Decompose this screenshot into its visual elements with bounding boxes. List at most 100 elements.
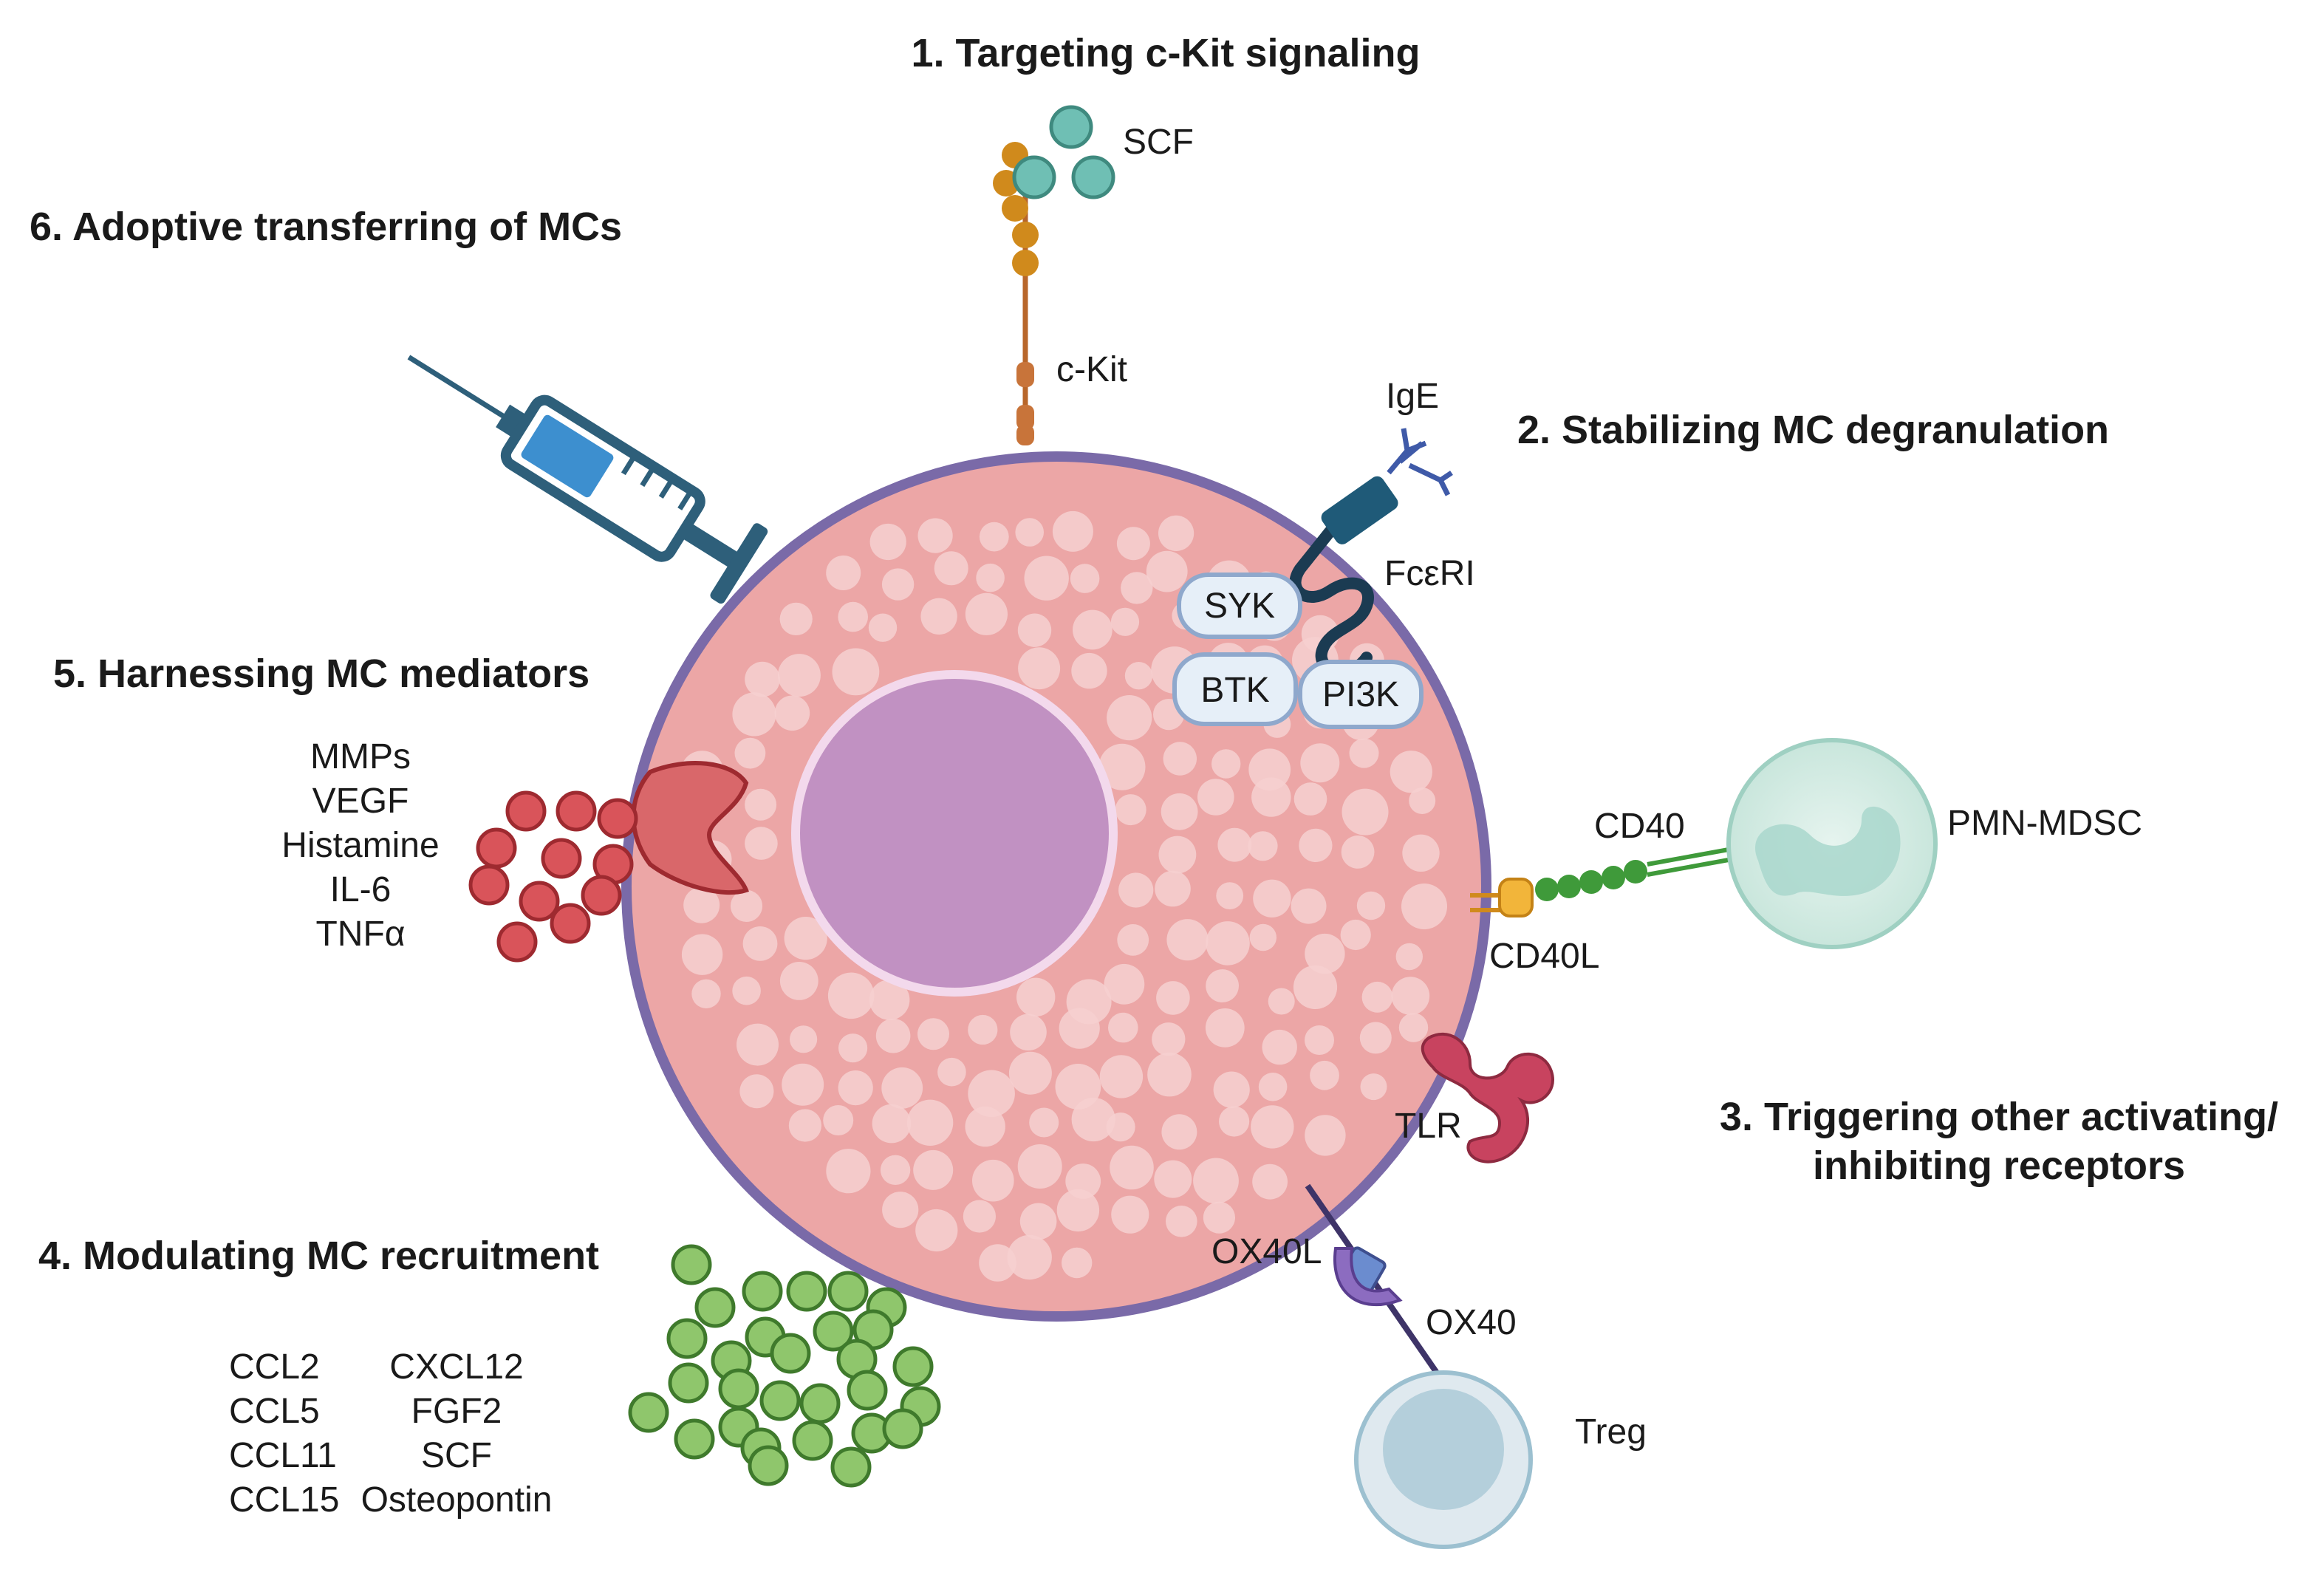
chemokine-ccl15: CCL15 <box>229 1480 339 1520</box>
granule <box>1360 1073 1387 1101</box>
granule <box>1062 1247 1093 1279</box>
granule <box>1117 924 1149 956</box>
granule <box>1019 1203 1057 1240</box>
ox40l-label: OX40L <box>1211 1232 1322 1271</box>
granule <box>739 1074 774 1109</box>
granule <box>1110 1145 1154 1190</box>
heading-stabilizing: 2. Stabilizing MC degranulation <box>1517 408 2109 452</box>
granule <box>745 788 777 821</box>
pmn-mdsc-cell <box>1726 738 1938 949</box>
granule <box>1154 1160 1192 1198</box>
heading-adoptive-transfer: 6. Adoptive transferring of MCs <box>30 205 622 249</box>
granule <box>1121 572 1153 604</box>
granule <box>915 1209 958 1252</box>
granule <box>1291 888 1327 924</box>
granule <box>1300 743 1340 783</box>
mediator-receptor <box>631 761 749 895</box>
granule <box>1342 788 1389 835</box>
mediator-histamine: Histamine <box>281 826 439 865</box>
chemokine-granule <box>674 1418 715 1460</box>
granule <box>1205 1008 1245 1048</box>
granule <box>937 1057 966 1087</box>
treg-cell <box>1354 1370 1533 1549</box>
granule <box>681 934 723 975</box>
granule <box>1155 870 1191 907</box>
chemokine-granule <box>628 1392 669 1433</box>
chemokine-scf: SCF <box>421 1436 492 1475</box>
chemokine-granule <box>830 1446 872 1488</box>
granule <box>1251 1105 1294 1149</box>
ckit-receptor <box>993 142 1039 445</box>
cd40l-label: CD40L <box>1489 937 1599 976</box>
granule <box>963 1200 996 1233</box>
fceri-label: FcεRI <box>1384 554 1475 593</box>
granule <box>1111 1195 1149 1234</box>
granule <box>1391 977 1430 1015</box>
granule <box>1059 1008 1100 1049</box>
granule <box>972 1159 1014 1202</box>
granule <box>736 1023 779 1066</box>
ox40-receptor <box>1333 1247 1403 1307</box>
granule <box>1390 751 1432 793</box>
granule <box>732 976 761 1005</box>
granule <box>1211 749 1241 779</box>
cd40-receptor <box>1535 847 1729 901</box>
granule <box>968 1070 1015 1118</box>
granule <box>779 602 813 636</box>
granule <box>1166 1206 1197 1237</box>
granule <box>1052 510 1093 552</box>
granule <box>1018 647 1061 690</box>
chemokine-granule <box>892 1346 934 1387</box>
granule <box>906 1099 954 1146</box>
mediator-mmps: MMPs <box>310 737 411 776</box>
pi3k-box: PI3K <box>1298 660 1424 729</box>
granule <box>1349 738 1379 768</box>
scf-ligand <box>1012 105 1115 199</box>
granule <box>1107 695 1152 741</box>
granule <box>1249 923 1277 951</box>
granule <box>1305 933 1345 974</box>
granule <box>1115 794 1146 826</box>
ox40-label: OX40 <box>1426 1303 1517 1342</box>
ige-antibody <box>1387 428 1453 496</box>
granule <box>1147 1052 1192 1097</box>
granule <box>683 886 720 923</box>
granule <box>838 1033 868 1063</box>
granule <box>1161 1114 1197 1150</box>
mediator-vegf: VEGF <box>312 782 409 821</box>
granule <box>788 1109 821 1142</box>
granule <box>1158 835 1197 874</box>
granule <box>1356 891 1386 920</box>
granule <box>913 1149 954 1190</box>
chemokine-ccl11: CCL11 <box>229 1436 337 1475</box>
granule <box>917 1018 949 1050</box>
ox40-tether <box>1305 1183 1451 1391</box>
granule <box>774 695 810 731</box>
granule <box>1216 882 1244 909</box>
granule <box>777 654 821 697</box>
granule <box>920 598 957 635</box>
granule <box>1398 1013 1429 1042</box>
chemokine-granule <box>666 1318 708 1359</box>
granule <box>880 1155 911 1186</box>
chemokine-granule <box>759 1380 801 1421</box>
mast-cell <box>621 451 1491 1322</box>
granule <box>745 661 780 697</box>
tlr-label: TLR <box>1395 1107 1462 1146</box>
granule <box>979 1244 1016 1282</box>
granule <box>1015 518 1044 547</box>
chemokine-fgf2: FGF2 <box>411 1392 502 1431</box>
heading-receptors-line1: 3. Triggering other activating/ <box>1720 1095 2278 1139</box>
tlr-receptor <box>1421 1033 1554 1163</box>
granule <box>1305 1025 1334 1055</box>
granule <box>827 972 875 1019</box>
granule <box>1253 879 1291 918</box>
heading-mediators: 5. Harnessing MC mediators <box>53 652 589 696</box>
granule <box>1106 1113 1135 1142</box>
granule <box>1401 884 1447 929</box>
cd40l-ligand <box>1470 878 1534 917</box>
granule <box>965 1106 1005 1147</box>
granule <box>1166 919 1209 961</box>
granule <box>1158 515 1195 552</box>
